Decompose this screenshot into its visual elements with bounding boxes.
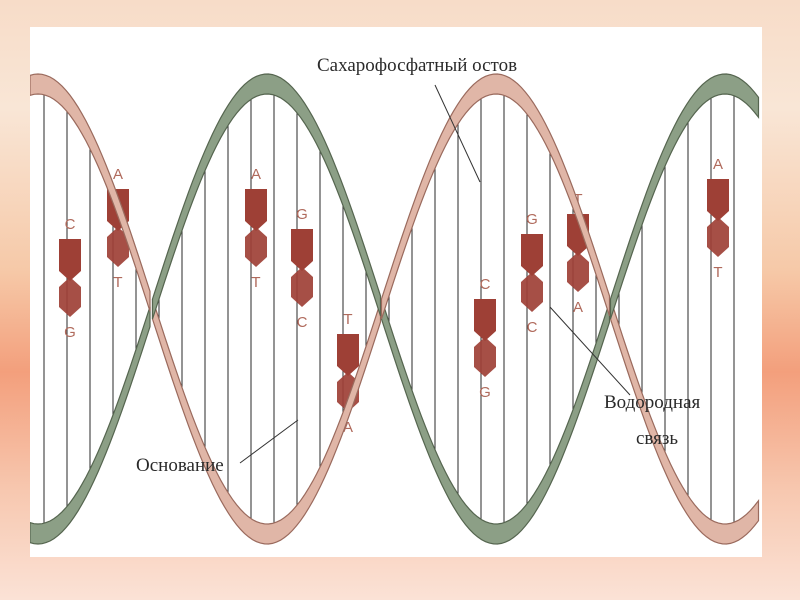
base-block-bottom bbox=[59, 277, 81, 317]
label-sugar-phosphate-backbone: Сахарофосфатный остов bbox=[317, 55, 517, 77]
label-hydrogen-bond-line2: связь bbox=[636, 428, 678, 450]
base-block-top bbox=[337, 334, 359, 376]
leader-line-base bbox=[240, 420, 298, 463]
base-letter-bottom: G bbox=[64, 324, 76, 341]
base-block-bottom bbox=[474, 337, 496, 377]
base-letter-bottom: T bbox=[251, 274, 260, 291]
base-letter-top: A bbox=[251, 166, 261, 183]
base-letter-bottom: C bbox=[527, 319, 538, 336]
base-letter-bottom: A bbox=[573, 299, 583, 316]
base-block-top bbox=[521, 234, 543, 276]
base-letter-bottom: T bbox=[713, 264, 722, 281]
base-letter-top: T bbox=[343, 311, 352, 328]
label-hydrogen-bond-line1: Водородная bbox=[604, 392, 700, 414]
base-letter-top: G bbox=[526, 211, 538, 228]
label-base: Основание bbox=[136, 455, 224, 477]
base-letter-top: A bbox=[113, 166, 123, 183]
base-block-top bbox=[59, 239, 81, 281]
base-letter-top: G bbox=[296, 206, 308, 223]
base-block-bottom bbox=[291, 267, 313, 307]
base-block-top bbox=[291, 229, 313, 271]
base-letter-top: C bbox=[480, 276, 491, 293]
sugar-phosphate-strand-green bbox=[611, 74, 759, 319]
base-letter-top: C bbox=[65, 216, 76, 233]
base-block-top bbox=[245, 189, 267, 231]
base-letter-top: A bbox=[713, 156, 723, 173]
base-letter-bottom: C bbox=[297, 314, 308, 331]
base-block-bottom bbox=[521, 272, 543, 312]
sugar-phosphate-strand-green bbox=[382, 299, 610, 544]
base-letter-bottom: T bbox=[113, 274, 122, 291]
base-block-bottom bbox=[707, 217, 729, 257]
base-block-bottom bbox=[567, 252, 589, 292]
base-block-top bbox=[707, 179, 729, 221]
sugar-phosphate-strand-pink bbox=[611, 299, 759, 544]
base-letter-bottom: G bbox=[479, 384, 491, 401]
base-block-top bbox=[474, 299, 496, 341]
base-block-bottom bbox=[245, 227, 267, 267]
